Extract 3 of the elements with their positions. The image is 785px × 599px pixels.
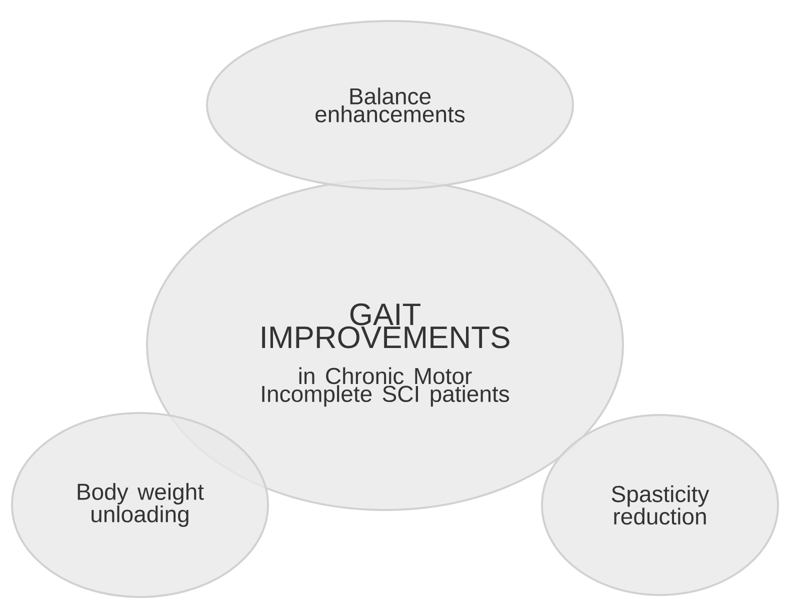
ellipse-bubble: Body weight unloading: [11, 412, 269, 598]
ellipse-bubble: Balance enhancements: [206, 20, 574, 190]
ellipse-bubble: Spasticity reduction: [541, 414, 779, 596]
